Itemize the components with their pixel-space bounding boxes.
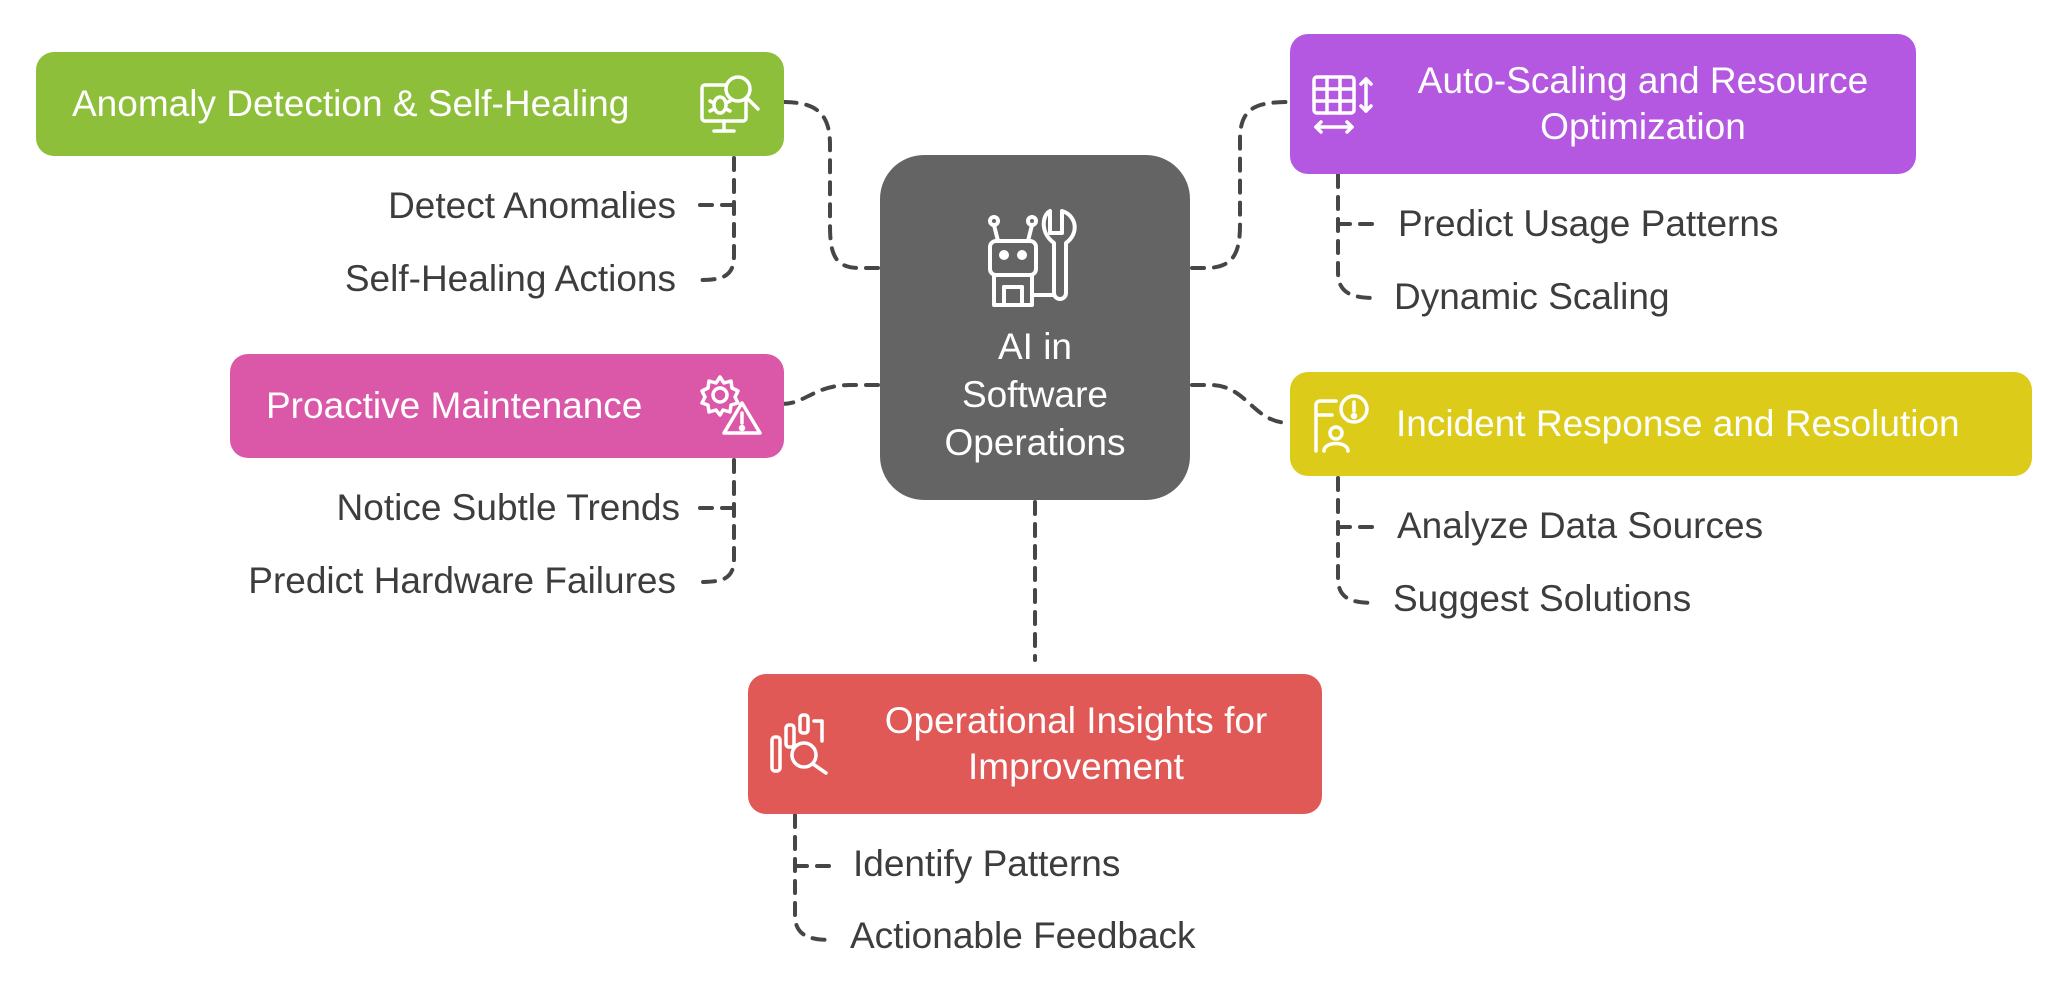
insights-title: Operational Insights for Improvement (884, 700, 1268, 787)
autoscaling-item-1: Predict Usage Patterns (1398, 203, 1779, 244)
incident-item-2: Suggest Solutions (1393, 578, 1692, 619)
connector-proactive (780, 383, 880, 406)
incident-item-1: Analyze Data Sources (1397, 505, 1764, 546)
proactive-node: Proactive Maintenance (230, 354, 784, 458)
connector-anomaly (780, 100, 880, 270)
autoscaling-title: Auto-Scaling and Resource Optimization (1417, 60, 1869, 147)
connector-insights-items (793, 813, 834, 942)
robot-wrench-icon (988, 209, 1077, 307)
insights-item-1: Identify Patterns (853, 843, 1121, 884)
connector-incident (1190, 383, 1292, 425)
connector-autoscaling-items (1336, 173, 1377, 300)
anomaly-node: Anomaly Detection & Self-Healing (36, 52, 784, 156)
grid-resize-icon (1312, 75, 1373, 134)
anomaly-item-1: Detect Anomalies (388, 185, 676, 226)
connector-anomaly-items (698, 156, 736, 282)
center-title: AI in Software Operations (944, 326, 1126, 463)
incident-node: Incident Response and Resolution (1290, 372, 2032, 476)
proactive-item-2: Predict Hardware Failures (248, 560, 676, 601)
autoscaling-item-2: Dynamic Scaling (1394, 276, 1670, 317)
autoscaling-node: Auto-Scaling and Resource Optimization (1290, 34, 1916, 174)
anomaly-item-2: Self-Healing Actions (344, 258, 676, 299)
incident-title: Incident Response and Resolution (1396, 403, 1960, 444)
connector-proactive-items (698, 458, 736, 584)
center-node: AI in Software Operations (880, 155, 1190, 500)
connector-incident-items (1336, 476, 1377, 605)
connector-autoscaling (1190, 100, 1292, 270)
proactive-item-1: Notice Subtle Trends (336, 487, 680, 528)
person-alert-icon (1314, 394, 1369, 453)
chart-search-icon (770, 713, 828, 775)
insights-node: Operational Insights for Improvement (748, 674, 1322, 814)
gear-warning-icon (700, 375, 762, 435)
insights-item-2: Actionable Feedback (850, 915, 1196, 956)
monitor-bug-search-icon (700, 75, 760, 133)
proactive-title: Proactive Maintenance (266, 385, 643, 426)
anomaly-title: Anomaly Detection & Self-Healing (72, 83, 630, 124)
